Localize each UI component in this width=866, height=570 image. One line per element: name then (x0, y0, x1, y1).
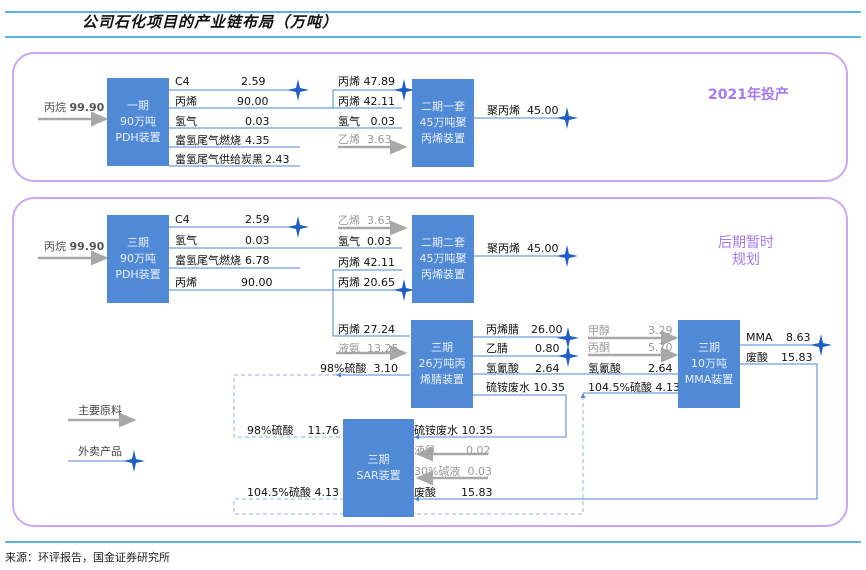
p2-sar-in-lye: 30%碱液 0.03 (414, 465, 492, 478)
p2-out-propylene-value: 90.00 (241, 276, 273, 289)
p1-pp-star (556, 107, 578, 129)
p2-propylene-4211-line (332, 269, 402, 290)
p2-out-propylene-name: 丙烯 (175, 276, 197, 289)
p2-pp-in-propylene-b: 丙烯 20.65 (338, 276, 395, 289)
p2-mma-in-acetone-name: 丙酮 (588, 341, 610, 354)
p2-out-c4-name: C4 (175, 213, 190, 226)
phase2-label: 后期暂时 规划 (718, 235, 774, 269)
p1-out-tailgas-cb-value: 2.43 (265, 153, 290, 166)
p2-pp-in-propylene-a: 丙烯 42.11 (338, 256, 395, 269)
p2-an-out-hcn-name: 氢氰酸 (486, 362, 519, 375)
p2-an-in-h2so4: 98%硫酸 3.10 (320, 362, 398, 375)
p1-pp-in-ethylene: 乙烯 3.63 (338, 133, 392, 146)
p1-out-h2-name: 氢气 (175, 115, 197, 128)
p2-an-out-acn-value: 0.80 (535, 342, 560, 355)
p2-mma-out-acid-value: 15.83 (781, 351, 813, 364)
p2-sar-out-h2so4-98: 98%硫酸 11.76 (247, 424, 339, 437)
p2-c4-star (287, 216, 309, 238)
p2-sar-unit: 三期 SAR装置 (343, 419, 414, 517)
p2-pp-in-ethylene: 乙烯 3.63 (338, 214, 392, 227)
legend-product-label: 外卖产品 (78, 445, 122, 458)
p1-out-tailgas-cb-name: 富氢尾气供给炭黑 (175, 153, 263, 166)
p2-mma-in-methanol-value: 3.29 (648, 324, 673, 337)
p2-mma-in-hcn-value: 2.64 (648, 362, 673, 375)
p1-pp-in-h2: 氢气 0.03 (338, 115, 395, 128)
p2-sar-in-wastewater: 硫铵废水 10.35 (414, 424, 493, 437)
footer-rule (5, 541, 861, 543)
p2-an-unit: 三期 26万吨丙 烯腈装置 (411, 320, 473, 408)
p2-wastewater-line (414, 394, 567, 440)
p2-mma-out-mma-name: MMA (746, 331, 773, 344)
p2-out-tailgas-value: 6.78 (245, 254, 270, 267)
p2-propylene-2724-line (332, 290, 410, 337)
p1-out-h2-value: 0.03 (245, 115, 270, 128)
phase2-label-line2: 规划 (732, 252, 760, 268)
p2-pp-star (556, 245, 578, 267)
p2-an-out-wastewater: 硫铵废水 10.35 (486, 381, 565, 394)
p2-pp-in-h2: 氢气 0.03 (338, 235, 392, 248)
legend-product-star (123, 450, 145, 472)
p1-to-pp-line-a (332, 89, 405, 108)
p1-out-propylene-value: 90.00 (237, 95, 269, 108)
p2-mma-in-hcn-name: 氢氰酸 (588, 362, 621, 375)
phase1-panel (12, 52, 848, 182)
page-title: 公司石化项目的产业链布局（万吨） (82, 13, 339, 31)
p2-an-out-acn-name: 乙腈 (486, 342, 508, 355)
p2-an-in-propylene: 丙烯 27.24 (338, 323, 395, 336)
p2-an-in-ammonia: 液氨 13.25 (338, 342, 399, 355)
p1-pp-unit: 二期一套 45万吨聚 丙烯装置 (412, 79, 474, 167)
p2-h2so4-recycle-a (233, 374, 344, 438)
p2-pp-unit: 二期二套 45万吨聚 丙烯装置 (412, 215, 474, 303)
p1-pp-in-propylene-a: 丙烯 47.89 (338, 75, 395, 88)
p2-mma-out-acid-name: 废酸 (746, 351, 768, 364)
p1-out-c4-name: C4 (175, 75, 190, 88)
p2-mma-unit: 三期 10万吨 MMA装置 (678, 320, 740, 408)
p2-waste-acid-line (414, 363, 818, 502)
p1-pp-output: 聚丙烯 45.00 (487, 104, 559, 117)
p1-pdh-unit: 一期 90万吨 PDH装置 (107, 78, 169, 166)
p2-mma-star (810, 334, 832, 356)
p2-sar-out-h2so4-1045: 104.5%硫酸 4.13 (247, 486, 339, 499)
phase2-panel (12, 197, 848, 527)
p1-input-label: 丙烷 99.90 (44, 101, 105, 114)
p2-out-tailgas-name: 富氢尾气燃烧 (175, 254, 241, 267)
p1-out-propylene-name: 丙烯 (175, 95, 197, 108)
p2-h2so4-recycle-b (233, 393, 586, 515)
p2-out-c4-value: 2.59 (245, 213, 270, 226)
p1-out-c4-value: 2.59 (241, 75, 266, 88)
p1-out-tailgas-burn-value: 4.35 (245, 134, 270, 147)
source-note: 来源：环评报告，国金证券研究所 (5, 551, 170, 564)
p2-mma-in-h2so4: 104.5%硫酸 4.13 (588, 381, 680, 394)
p2-mma-in-acetone-value: 5.70 (648, 341, 673, 354)
p1-out-tailgas-burn-name: 富氢尾气燃烧 (175, 134, 241, 147)
p1-pp-in-propylene-b: 丙烯 42.11 (338, 95, 395, 108)
p2-acn-star (557, 345, 579, 367)
p2-sar-in-ammonia-value: 0.02 (466, 444, 491, 457)
p2-out-h2-name: 氢气 (175, 234, 197, 247)
phase1-label: 2021年投产 (708, 87, 789, 103)
title-rule (5, 36, 861, 38)
p2-an-out-an-value: 26.00 (531, 323, 563, 336)
p1-c4-star (287, 79, 309, 101)
p2-out-h2-value: 0.03 (245, 234, 270, 247)
p2-mma-in-methanol-name: 甲醇 (588, 324, 610, 337)
p2-an-out-an-name: 丙烯腈 (486, 323, 519, 336)
p2-an-out-hcn-value: 2.64 (535, 362, 560, 375)
p2-input-label: 丙烷 99.90 (44, 240, 105, 253)
p2-sar-in-acid-value: 15.83 (461, 486, 493, 499)
p2-sar-in-ammonia-name: 液氨 (414, 444, 436, 457)
top-rule (5, 11, 861, 13)
p2-mma-out-mma-value: 8.63 (786, 331, 811, 344)
p2-pdh-unit: 三期 90万吨 PDH装置 (107, 215, 169, 303)
phase2-label-line1: 后期暂时 (718, 235, 774, 251)
p2-sar-in-acid-name: 废酸 (414, 486, 436, 499)
legend-raw-label: 主要原料 (78, 404, 122, 417)
p2-pp-output: 聚丙烯 45.00 (487, 242, 559, 255)
